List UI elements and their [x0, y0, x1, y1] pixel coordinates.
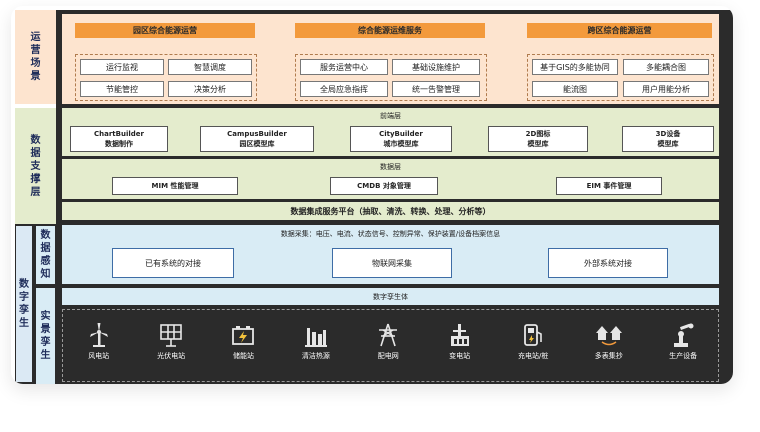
digital-twin-label: 数字孪生 [16, 226, 32, 382]
charging-station-icon [524, 324, 543, 346]
real-scene-panel: 风电站 光伏电站 储能站 [62, 309, 719, 382]
ops-group-title: 综合能源运维服务 [295, 23, 485, 38]
ops-item: 运行监视 [80, 59, 164, 75]
ops-group-items: 基于GIS的多能协同 多能耦合图 能流图 用户用能分析 [527, 54, 714, 101]
ops-item: 基于GIS的多能协同 [532, 59, 618, 75]
real-item-label: 变电站 [449, 352, 471, 360]
ops-item: 服务运营中心 [300, 59, 388, 75]
real-item: 充电站/桩 [518, 322, 548, 378]
real-item: 生产设备 [669, 322, 697, 378]
mgmt-box: EIM 事件管理 [556, 177, 662, 195]
ops-group-items: 运行监视 智慧调度 节能管控 决策分析 [75, 54, 257, 101]
data-sensing-panel: 数据采集：电压、电流、状态信号、控制异常、保护装置/设备档案信息 已有系统的对接… [62, 225, 719, 284]
data-collect-text: 数据采集：电压、电流、状态信号、控制异常、保护装置/设备档案信息 [280, 230, 501, 238]
real-scene-label: 实景孪生 [36, 288, 55, 384]
real-item-label: 充电站/桩 [518, 352, 549, 360]
real-item: 风电站 [86, 322, 112, 378]
heat-plant-icon [304, 328, 327, 347]
ops-item: 多能耦合图 [623, 59, 709, 75]
real-item-label: 生产设备 [669, 352, 698, 360]
real-item-label: 多表集抄 [594, 352, 623, 360]
data-sensing-label: 数据感知 [36, 226, 55, 284]
real-item-label: 清洁热源 [301, 352, 330, 360]
robot-arm-icon [674, 323, 694, 347]
wind-turbine-icon [89, 323, 108, 347]
mgmt-box: CMDB 对象管理 [330, 177, 438, 195]
ops-item: 全局应急指挥 [300, 81, 388, 97]
real-item: 清洁热源 [302, 322, 330, 378]
builder-box: 2D图标模型库 [488, 126, 588, 152]
ops-group-title: 跨区综合能源运营 [527, 23, 712, 38]
real-item-label: 储能站 [232, 352, 254, 360]
ops-item: 智慧调度 [168, 59, 252, 75]
real-scene-icons: 风电站 光伏电站 储能站 [63, 322, 720, 378]
real-item: 储能站 [230, 322, 256, 378]
ops-item: 节能管控 [80, 81, 164, 97]
data-layer-panel: 数据层 MIM 性能管理 CMDB 对象管理 EIM 事件管理 [62, 159, 719, 199]
ops-group-items: 服务运营中心 基础设施维护 全局应急指挥 统一告警管理 [295, 54, 487, 101]
battery-icon [232, 326, 255, 345]
integration-box: 物联网采集 [332, 248, 452, 278]
real-item: 多表集抄 [594, 322, 624, 378]
data-support-label: 数据支撑层 [15, 108, 56, 224]
architecture-diagram: 运营场景 数据支撑层 数字孪生 数据感知 实景孪生 园区综合能源运营 运行监视 … [11, 6, 733, 384]
integration-box: 外部系统对接 [548, 248, 668, 278]
ops-group-title: 园区综合能源运营 [75, 23, 255, 38]
real-item-label: 光伏电站 [157, 352, 186, 360]
solar-panel-icon [160, 324, 182, 347]
real-item-label: 风电站 [88, 352, 110, 360]
builder-box: 3D设备模型库 [622, 126, 714, 152]
ops-scene-panel: 园区综合能源运营 运行监视 智慧调度 节能管控 决策分析 综合能源运维服务 服务… [62, 14, 719, 104]
ops-item: 基础设施维护 [392, 59, 480, 75]
integration-box: 已有系统的对接 [112, 248, 234, 278]
frontend-layer-title: 前端层 [380, 112, 401, 120]
meter-reading-icon [595, 326, 622, 346]
real-item: 变电站 [447, 322, 473, 378]
ops-item: 用户用能分析 [623, 81, 709, 97]
ops-item: 能流图 [532, 81, 618, 97]
ops-item: 统一告警管理 [392, 81, 480, 97]
data-platform-bar: 数据集成服务平台（抽取、清洗、转换、处理、分析等） [62, 202, 719, 220]
power-tower-icon [379, 323, 398, 347]
mgmt-box: MIM 性能管理 [112, 177, 238, 195]
ops-scene-label: 运营场景 [15, 10, 56, 104]
ops-item: 决策分析 [168, 81, 252, 97]
substation-icon [450, 324, 469, 346]
digital-twin-bar: 数字孪生体 [62, 288, 719, 305]
real-item: 配电网 [375, 322, 401, 378]
real-item-label: 配电网 [377, 352, 399, 360]
real-item: 光伏电站 [157, 322, 185, 378]
data-layer-title: 数据层 [380, 163, 401, 171]
